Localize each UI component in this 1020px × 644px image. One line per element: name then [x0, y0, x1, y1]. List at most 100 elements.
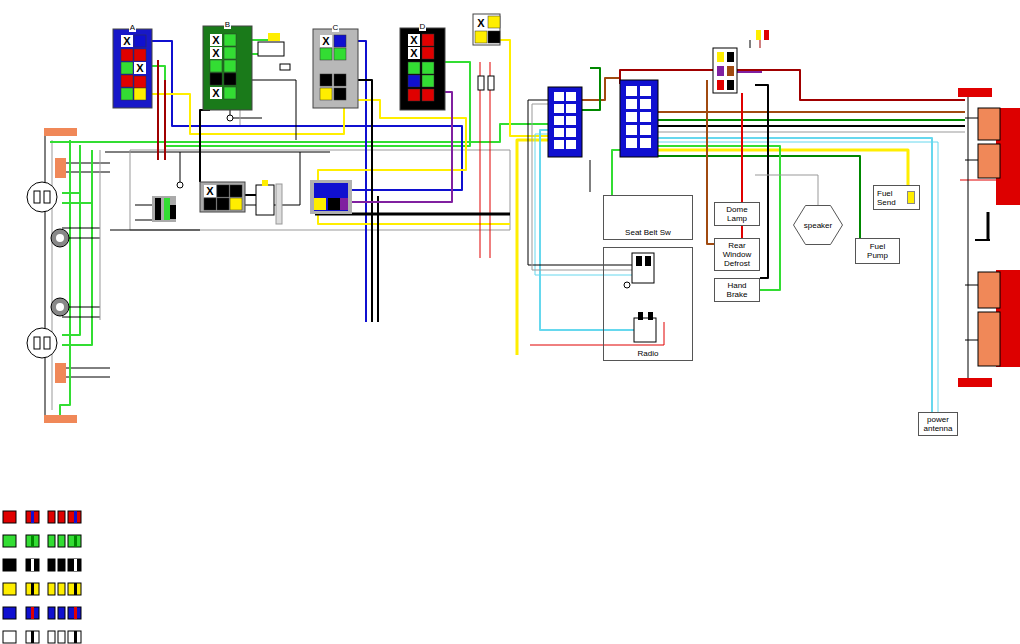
wire: [252, 39, 268, 41]
part: [620, 80, 658, 157]
part: [268, 33, 280, 41]
wire: [66, 368, 110, 369]
legend-swatch: [3, 631, 16, 643]
wire: [318, 100, 510, 224]
part: [256, 185, 274, 215]
connector-housing: [200, 182, 245, 212]
wire: [590, 160, 591, 192]
part: [310, 180, 352, 214]
unused-pin-mark: X: [204, 185, 216, 197]
wire: [750, 40, 751, 48]
connector-pin: [422, 47, 434, 59]
connector-pin: [224, 87, 236, 99]
legend-swatch: [48, 583, 55, 595]
legend-swatch: [31, 583, 34, 595]
connector-pin: [134, 35, 146, 47]
part: [554, 104, 564, 113]
connector-pin: [217, 185, 229, 197]
connector-pin: [422, 75, 434, 87]
wire: [135, 220, 152, 221]
text-holder: X: [121, 35, 133, 47]
wire: [658, 111, 965, 113]
wire: [987, 212, 990, 240]
legend-swatch: [68, 535, 81, 547]
legend-swatch: [3, 511, 16, 523]
connector-pin: [475, 31, 487, 43]
unused-pin-mark: X: [210, 34, 222, 46]
component-box: Hand Brake: [714, 278, 760, 302]
part: [44, 191, 50, 203]
wire: [658, 132, 965, 133]
wire: [68, 307, 100, 308]
text-holder: X: [204, 185, 216, 197]
connector-housing: [400, 28, 445, 110]
connector: X: [200, 182, 245, 212]
wire: [612, 150, 620, 195]
headlamp: [27, 182, 57, 212]
legend-swatch: [26, 607, 39, 619]
legend-swatch: [68, 583, 81, 595]
marker-lamp: [51, 298, 69, 316]
part: [478, 76, 484, 90]
legend-swatch: [3, 583, 16, 595]
connector: X: [473, 14, 500, 45]
part: [624, 282, 630, 288]
part: [717, 52, 724, 62]
part: [34, 337, 40, 349]
component-label: Rear Window Defrost: [717, 241, 757, 268]
connector-pin: [320, 48, 332, 60]
connector-pin: [334, 48, 346, 60]
unused-pin-mark: X: [121, 35, 133, 47]
connector-pin: [408, 89, 420, 101]
connector-pin: [121, 88, 133, 100]
part: [177, 182, 183, 188]
part: [566, 140, 576, 149]
legend-swatch: [31, 559, 34, 571]
connector-pin: [224, 34, 236, 46]
wire: [62, 202, 92, 204]
marker-lamp: [51, 229, 69, 247]
connector-pin: [121, 75, 133, 87]
part: [727, 80, 734, 90]
wire: [135, 205, 152, 206]
connector-pin: [320, 88, 332, 100]
legend-swatch: [48, 535, 55, 547]
part: [55, 363, 66, 383]
connector-pin: [230, 198, 242, 210]
part: [634, 318, 656, 342]
connector-label: A: [129, 23, 136, 32]
legend-swatch: [26, 511, 39, 523]
part: [632, 253, 654, 283]
connector-housing: [203, 26, 252, 110]
part: [314, 183, 348, 211]
wire: [110, 230, 200, 231]
connector-pin: [488, 31, 500, 43]
connector-pin: [230, 185, 242, 197]
part: [764, 30, 769, 40]
part: [717, 80, 724, 90]
wire: [45, 130, 46, 422]
connector-pin: [320, 74, 332, 86]
component-label: Dome Lamp: [717, 205, 757, 223]
component-label: Fuel Pump: [858, 242, 897, 260]
wire: [52, 140, 53, 410]
component-label: Fuel Send: [876, 189, 905, 207]
sender-symbol: [907, 191, 915, 204]
part: [640, 138, 651, 148]
wire: [490, 62, 491, 258]
connector-housing: [473, 14, 500, 45]
wire: [658, 119, 965, 121]
connector-pin: [134, 88, 146, 100]
part: [276, 184, 282, 224]
legend-swatch: [3, 559, 16, 571]
component-box: power antenna: [918, 412, 958, 436]
component-box: Seat Belt Sw: [603, 195, 693, 240]
connector-pin: [121, 49, 133, 61]
legend-swatch: [58, 607, 65, 619]
legend-swatch: [58, 631, 65, 643]
part: [328, 198, 340, 210]
component-box: Rear Window Defrost: [714, 238, 760, 271]
speaker-hexagon: speaker: [793, 205, 843, 245]
